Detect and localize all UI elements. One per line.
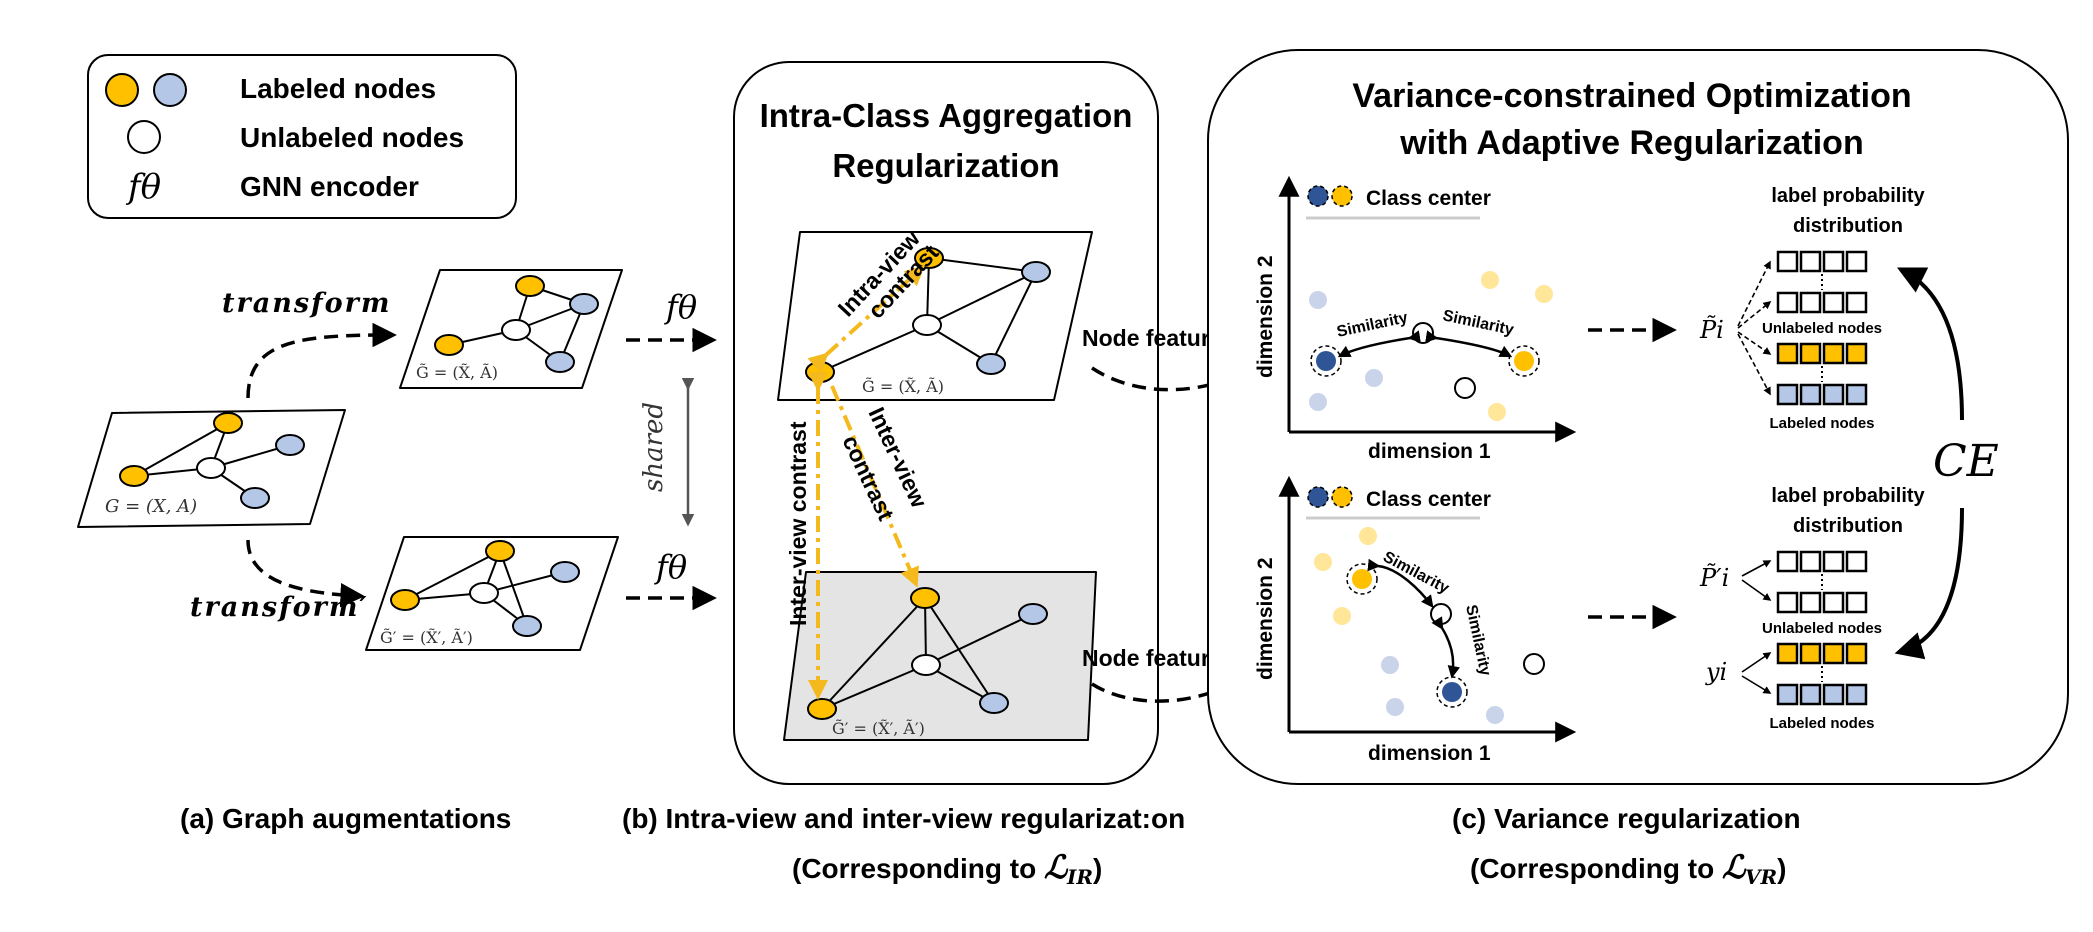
caption-c-line2: (Corresponding to ℒVR) [1470, 848, 1787, 889]
p-tilde-prime-label: P̃′i [1699, 564, 1729, 592]
augmented-graph-1-label: G̃ = (X̃, Ã) [416, 362, 498, 382]
panel-b-graph-top-label: G̃ = (X̃, Ã) [862, 376, 944, 396]
caption-b-line2: (Corresponding to ℒIR) [792, 848, 1102, 889]
augmented-graph-1: G̃ = (X̃, Ã) [399, 269, 623, 389]
panel-c: Variance-constrained Optimization with A… [1207, 49, 2069, 889]
panel-b-graph-bottom-label: G̃′ = (X̃′, Ã′) [832, 718, 925, 738]
legend-encoder-text: GNN encoder [240, 171, 419, 202]
labeled-nodes-bottom-label: Labeled nodes [1769, 715, 1874, 732]
transform-label: transform [222, 288, 391, 319]
scatter-top-xlabel: dimension 1 [1368, 440, 1491, 463]
encoder-symbol: fθ [125, 167, 161, 207]
panel-a: G = (X, A) G̃ = (X̃, Ã) [77, 269, 717, 834]
label-prob-bottom-line2: distribution [1793, 515, 1903, 537]
scatter-bottom-xlabel: dimension 1 [1368, 742, 1491, 765]
panel-c-title-line2: with Adaptive Regularization [1399, 124, 1863, 162]
scatter-top-ylabel: dimension 2 [1254, 255, 1277, 378]
probability-block-top: label probability distribution P̃i Unlab… [1699, 185, 1926, 432]
unlabeled-nodes-bottom-label: Unlabeled nodes [1762, 620, 1882, 637]
class-center-label-bottom: Class center [1366, 488, 1491, 511]
transform-arrow-2 [246, 539, 365, 608]
labeled-nodes-top-label: Labeled nodes [1769, 415, 1874, 432]
caption-a: (a) Graph augmentations [180, 803, 511, 834]
augmented-graph-2: G̃′ = (X̃′, Ã′) [365, 536, 619, 651]
legend-labeled-text: Labeled nodes [240, 73, 436, 104]
legend-unlabeled-text: Unlabeled nodes [240, 122, 464, 153]
labeled-node-orange-icon [105, 73, 139, 107]
caption-b-line1: (b) Intra-view and inter-view regulariza… [622, 803, 1185, 834]
panel-b-title-line2: Regularization [832, 147, 1059, 184]
panel-b: Intra-Class Aggregation Regularization G… [622, 61, 1185, 889]
encoder-symbol-2: fθ [654, 548, 687, 586]
legend: fθ Labeled nodes Unlabeled nodes GNN enc… [87, 54, 517, 219]
original-graph: G = (X, A) [77, 409, 346, 528]
transform-prime-label: transform′ [190, 592, 369, 623]
label-prob-bottom-line1: label probability [1771, 485, 1925, 507]
panel-b-graph-bottom: G̃′ = (X̃′, Ã′) [783, 571, 1097, 741]
label-prob-top-line1: label probability [1771, 185, 1925, 207]
encoder-symbol-1: fθ [664, 288, 697, 326]
caption-c-line1: (c) Variance regularization [1452, 803, 1801, 834]
class-center-label-top: Class center [1366, 187, 1491, 210]
labeled-node-blue-icon [153, 73, 187, 107]
label-prob-top-line2: distribution [1793, 215, 1903, 237]
unlabeled-nodes-top-label: Unlabeled nodes [1762, 320, 1882, 337]
ce-label: CE [1933, 436, 1999, 487]
scatter-bottom-ylabel: dimension 2 [1254, 557, 1277, 680]
scatter-top: dimension 2 dimension 1 Class center Sim… [1254, 175, 1577, 463]
inter-view-diagonal-arrow [830, 385, 919, 588]
transform-arrow-1 [246, 322, 397, 399]
original-graph-label: G = (X, A) [105, 496, 197, 517]
unlabeled-node-icon [127, 120, 161, 154]
panel-b-title-line1: Intra-Class Aggregation [760, 97, 1133, 134]
y-label: yi [1705, 658, 1727, 686]
panel-c-title-line1: Variance-constrained Optimization [1352, 77, 1911, 115]
probability-block-bottom: label probability distribution P̃′i yi U… [1699, 485, 1926, 732]
augmented-graph-2-label: G̃′ = (X̃′, Ã′) [380, 627, 473, 647]
inter-view-vertical-label: Inter-view contrast [785, 421, 811, 626]
p-tilde-label: P̃i [1699, 316, 1724, 344]
ce-arrow-bottom [1894, 507, 1964, 660]
ce-arrow-top [1896, 267, 1964, 421]
intra-view-contrast-arrow [807, 265, 925, 374]
shared-label: shared [639, 402, 669, 492]
